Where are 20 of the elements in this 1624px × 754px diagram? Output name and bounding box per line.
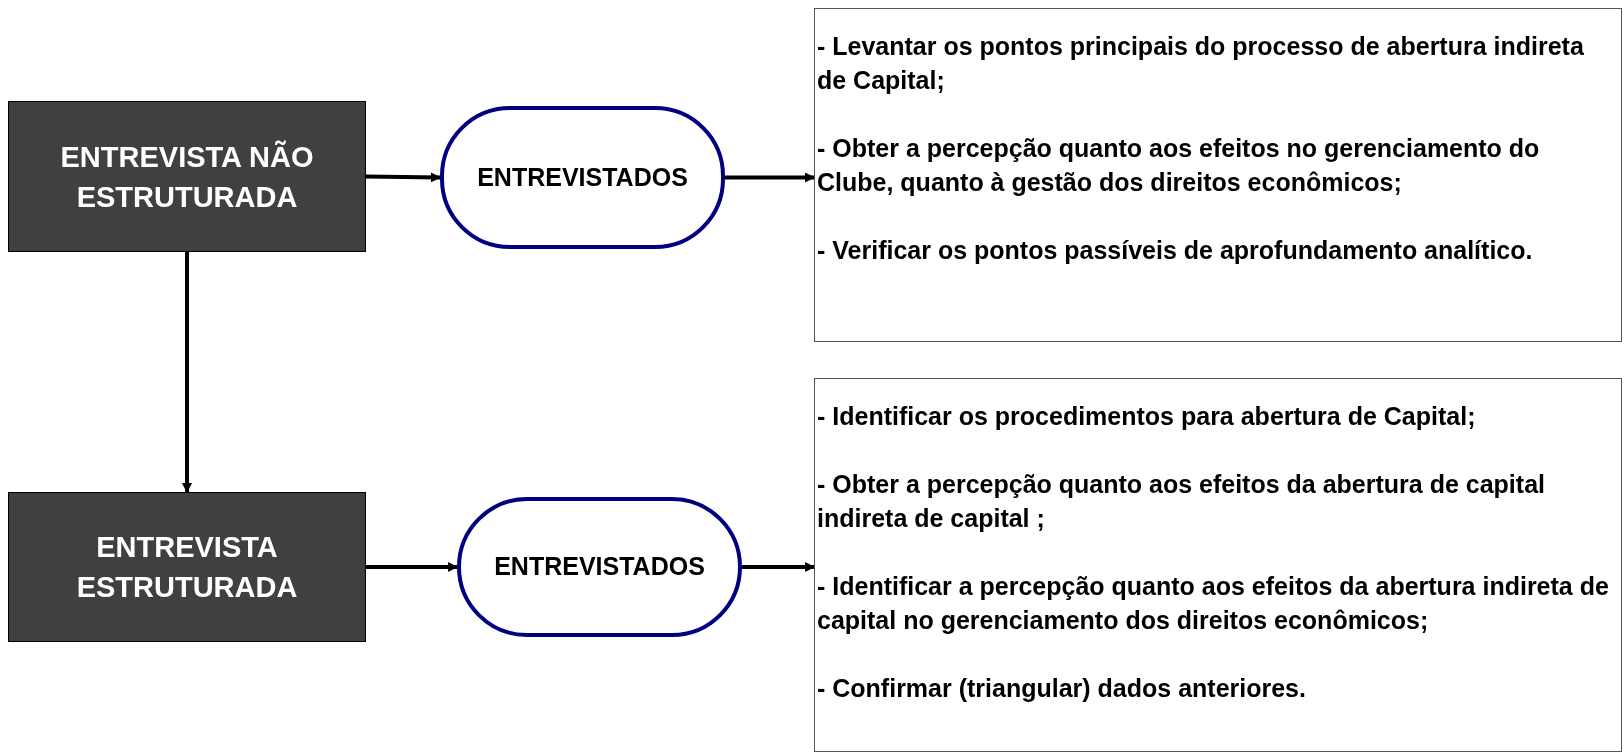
bullet-text: - Confirmar (triangular) dados anteriores.: [817, 673, 1307, 704]
process-box: [8, 101, 366, 252]
bullet-text: - Obter a percepção quanto aos efeitos da abertura de capital indireta de capital ;: [817, 469, 1546, 534]
bullet-text: - Identificar a percepção quanto aos efeitos da abertura indireta de capital no gerenciamento dos direitos econômicos;: [817, 571, 1610, 636]
arrow: [365, 172, 441, 183]
text-box: [814, 378, 1622, 752]
arrow: [366, 562, 458, 572]
box-label: ENTREVISTA NÃO ESTRUTURADA: [59, 139, 315, 215]
bullet-text: - Verificar os pontos passíveis de aprofundamento analítico.: [817, 235, 1534, 266]
text-box: [814, 8, 1622, 342]
process-box: [8, 492, 366, 642]
bullet-text: - Identificar os procedimentos para abertura de Capital;: [817, 401, 1477, 432]
pill-label: ENTREVISTADOS: [494, 551, 705, 583]
arrow: [182, 252, 192, 493]
arrow: [742, 562, 815, 572]
bullet-text: - Levantar os pontos principais do processo de abertura indireta de Capital;: [817, 31, 1585, 96]
pill-label: ENTREVISTADOS: [477, 161, 688, 193]
arrow: [725, 172, 815, 183]
bullet-text: - Obter a percepção quanto aos efeitos no gerenciamento do Clube, quanto à gestão dos direitos econômicos;: [817, 133, 1541, 198]
box-label: ENTREVISTA ESTRUTURADA: [75, 530, 299, 605]
